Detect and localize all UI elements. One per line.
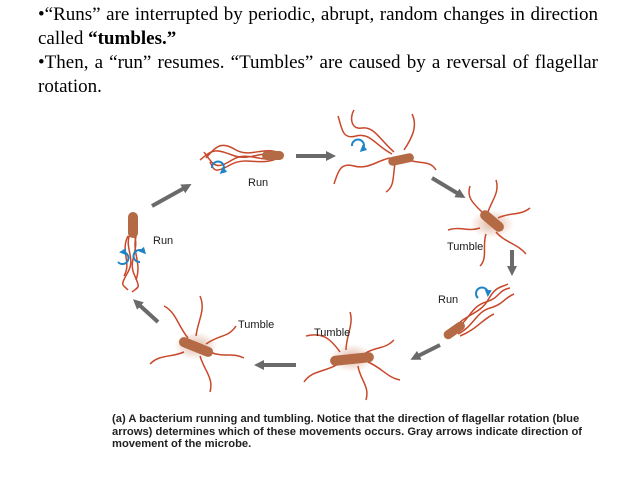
bacterium-bottom-mid-tumble (303, 311, 401, 401)
bullet-1: •“Runs” are interrupted by periodic, abr… (38, 3, 598, 51)
bacterium-right-run (443, 283, 515, 340)
bacterium-top-right (333, 109, 437, 193)
caption-text-bold: (a) A bacterium running and tumbling. No… (112, 413, 583, 451)
caption-text: (a) A bacterium running and tumbling. No… (112, 413, 582, 450)
label-tumble-bottom-left: Tumble (238, 319, 274, 331)
bacterium-right-tumble (447, 179, 531, 267)
label-run-left: Run (153, 235, 173, 247)
bullet-1-bold: “tumbles.” (88, 28, 177, 49)
bullet-2: •Then, a “run” resumes. “Tumbles” are ca… (38, 52, 598, 97)
gray-arrow-bottom-right (410, 343, 441, 360)
gray-arrow-top-left (151, 184, 192, 208)
label-tumble-right: Tumble (447, 241, 483, 253)
label-run-top: Run (248, 177, 268, 189)
figure-caption: (a) A bacterium running and tumbling. No… (112, 413, 592, 451)
gray-arrow-left (133, 299, 160, 324)
movement-arrows (133, 151, 517, 370)
bacterium-bottom-left-tumble (149, 295, 245, 393)
bullet-text: •“Runs” are interrupted by periodic, abr… (38, 3, 598, 99)
bullet-1-text: •“Runs” are interrupted by periodic, abr… (38, 4, 598, 49)
gray-arrow-top-right (430, 176, 466, 199)
label-run-right: Run (438, 294, 458, 306)
label-tumble-bottom-mid: Tumble (314, 327, 350, 339)
bacterium-left-run (117, 212, 147, 293)
bacterium-top-run (199, 144, 284, 175)
